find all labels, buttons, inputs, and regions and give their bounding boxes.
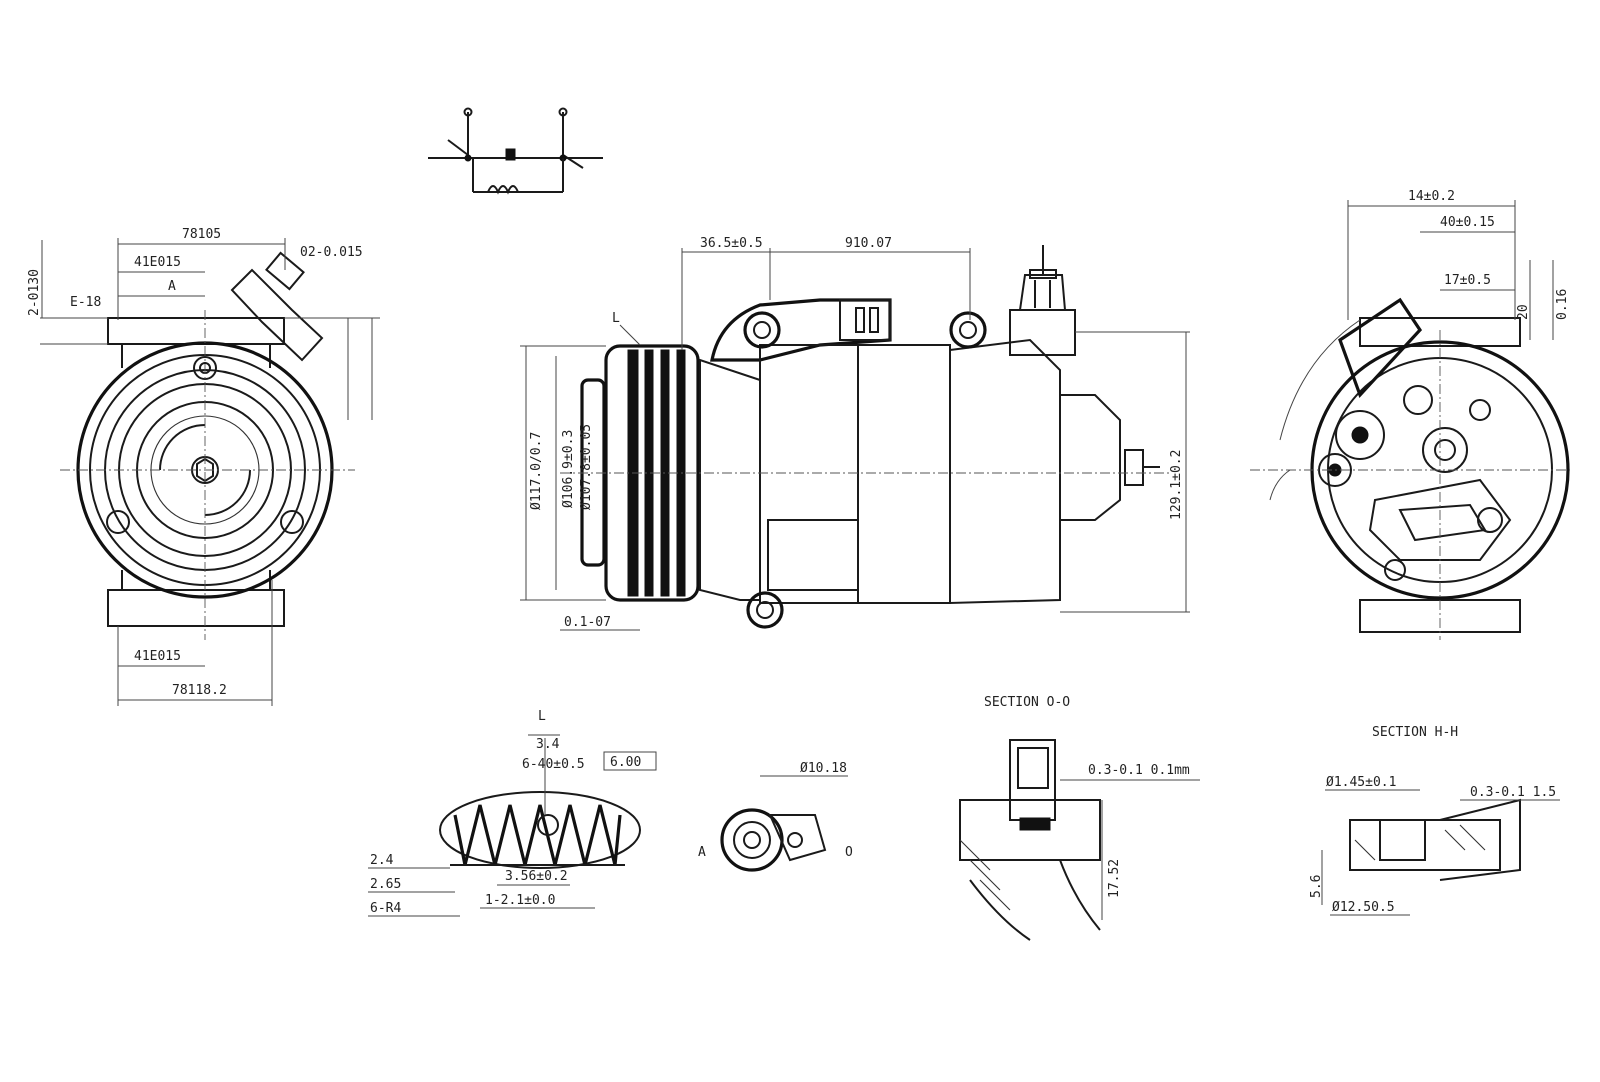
section-b-dim-bottom: Ø12.50.5	[1332, 900, 1395, 915]
fitting-dim-top: Ø10.18	[800, 761, 847, 776]
dim-width-bottom: 78118.2	[172, 683, 227, 698]
dim-side-bottom-offset: 0.1-07	[564, 615, 611, 630]
section-h-h: SECTION H-H Ø1.45±0.1 0.3-0.1 1.5 5.6 Ø1…	[1309, 725, 1560, 916]
dim-pulley-outer: Ø117.0/0.7	[529, 432, 544, 510]
section-o-o: SECTION O-O 0.3-0.1 0.1mm 17.52	[959, 695, 1200, 941]
dim-rear-right-b: 0.16	[1555, 289, 1570, 320]
section-b-title: SECTION H-H	[1372, 725, 1458, 740]
belt-dim-left-a: 2.4	[370, 853, 394, 868]
dim-left-vertical: 2-0130	[27, 269, 42, 316]
dim-rear-right-a: 20	[1516, 304, 1531, 320]
belt-dim-bottom: 1-2.1±0.0	[485, 893, 555, 908]
belt-dim-pitch: 3.4	[536, 737, 560, 752]
dim-pulley-inner: Ø107.8±0.05	[579, 424, 594, 510]
belt-dim-ref: 6.00	[610, 755, 641, 770]
dim-rear-top: 14±0.2	[1408, 189, 1455, 204]
belt-dim-angle: 6-40±0.5	[522, 757, 585, 772]
belt-dim-mid: 3.56±0.2	[505, 869, 568, 884]
dim-side-top-left: 36.5±0.5	[700, 236, 763, 251]
belt-dim-left-b: 2.65	[370, 877, 401, 892]
rear-view: 14±0.2 40±0.15 17±0.5 20 0.16	[1250, 189, 1570, 640]
dim-left-offset: E-18	[70, 295, 101, 310]
section-a-title: SECTION O-O	[984, 695, 1070, 710]
fitting-detail: Ø10.18 A O	[698, 761, 853, 872]
dim-side-top-right: 910.07	[845, 236, 892, 251]
dim-fitting: 02-0.015	[300, 245, 363, 260]
leader-tag-l: L	[612, 311, 620, 326]
section-b-dim-top-right: 0.3-0.1 1.5	[1470, 785, 1556, 800]
fitting-dim-left: A	[698, 845, 706, 860]
fitting-dim-right: O	[845, 845, 853, 860]
dim-pulley-mid: Ø106.9±0.3	[561, 430, 576, 508]
section-a-dim-height: 17.52	[1107, 859, 1122, 898]
dim-half-top: 41E015	[134, 255, 181, 270]
section-b-dim-top-left: Ø1.45±0.1	[1326, 775, 1396, 790]
dim-rear-third: 17±0.5	[1444, 273, 1491, 288]
belt-detail: L 3.4 6-40±0.5 6.00 2.4 2.65 6-R4 3.56±0…	[368, 709, 657, 917]
section-a-dim-right: 0.3-0.1 0.1mm	[1088, 763, 1190, 778]
wiring-schematic	[428, 107, 603, 195]
side-view: 36.5±0.5 910.07 Ø117.0/0.7 Ø106.9±0.3 Ø1…	[520, 236, 1190, 631]
section-b-dim-left-v: 5.6	[1309, 875, 1324, 898]
dim-side-height: 129.1±0.2	[1169, 450, 1184, 520]
dim-half-bottom: 41E015	[134, 649, 181, 664]
dim-rear-second: 40±0.15	[1440, 215, 1495, 230]
front-view: 78105 41E015 A E-18 2-0130 02-0.015 41E0…	[27, 227, 380, 706]
dim-tag-a: A	[168, 279, 176, 294]
belt-dim-tag: L	[538, 709, 546, 724]
belt-dim-left-c: 6-R4	[370, 901, 401, 916]
dim-width-top: 78105	[182, 227, 221, 242]
